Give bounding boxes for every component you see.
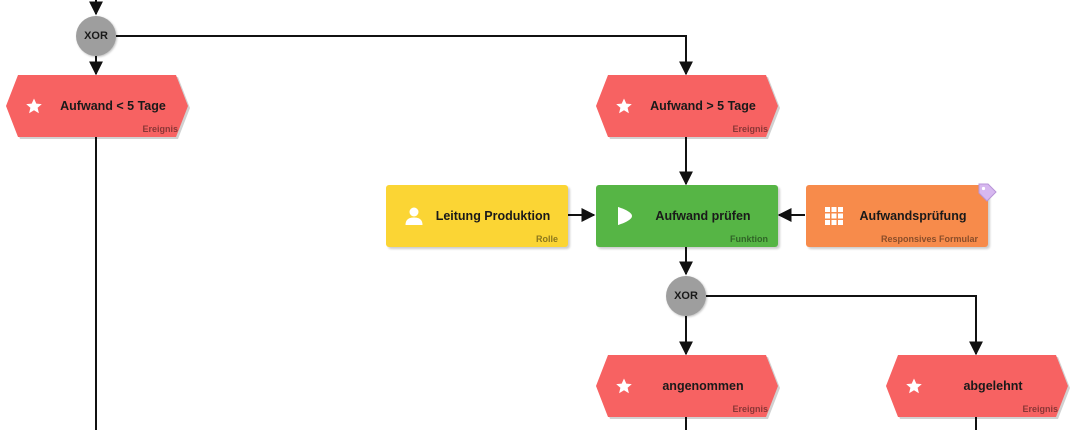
xor-label: XOR bbox=[674, 290, 698, 302]
role-type: Rolle bbox=[535, 234, 558, 244]
role-label: Leitung Produktion bbox=[435, 209, 551, 223]
form-aufwandspruefung[interactable]: Aufwandsprüfung Responsives Formular bbox=[806, 183, 997, 247]
tag-icon[interactable] bbox=[976, 181, 998, 203]
event-type: Ereignis bbox=[142, 124, 178, 134]
person-icon bbox=[405, 207, 423, 225]
function-label: Aufwand prüfen bbox=[655, 209, 751, 223]
event-type: Ereignis bbox=[1022, 404, 1058, 414]
edge-xor-to-abgelehnt bbox=[706, 295, 983, 356]
function-type: Funktion bbox=[730, 234, 768, 244]
event-label: Aufwand < 5 Tage bbox=[60, 99, 166, 113]
role-leitung-produktion[interactable]: Leitung Produktion Rolle bbox=[386, 185, 568, 247]
event-type: Ereignis bbox=[732, 404, 768, 414]
xor-label: XOR bbox=[84, 30, 108, 42]
event-label: abgelehnt bbox=[963, 379, 1023, 393]
event-label: angenommen bbox=[662, 379, 744, 393]
event-aufwand-gt5[interactable]: Aufwand > 5 Tage Ereignis bbox=[596, 75, 778, 137]
event-aufwand-lt5[interactable]: Aufwand < 5 Tage Ereignis bbox=[6, 75, 188, 137]
function-aufwand-pruefen[interactable]: Aufwand prüfen Funktion bbox=[596, 185, 778, 247]
xor-gateway-top[interactable]: XOR bbox=[76, 16, 116, 56]
star-icon bbox=[20, 92, 48, 120]
form-label: Aufwandsprüfung bbox=[859, 209, 967, 223]
event-angenommen[interactable]: angenommen Ereignis bbox=[596, 355, 778, 417]
edge-xor-to-gt5 bbox=[116, 35, 693, 76]
form-type: Responsives Formular bbox=[880, 234, 978, 244]
event-label: Aufwand > 5 Tage bbox=[650, 99, 756, 113]
event-abgelehnt[interactable]: abgelehnt Ereignis bbox=[886, 355, 1068, 417]
star-icon bbox=[610, 92, 638, 120]
grid-icon bbox=[825, 207, 843, 225]
star-icon bbox=[610, 372, 638, 400]
xor-gateway-mid[interactable]: XOR bbox=[666, 276, 706, 316]
event-type: Ereignis bbox=[732, 124, 768, 134]
star-icon bbox=[900, 372, 928, 400]
play-icon bbox=[618, 207, 632, 225]
